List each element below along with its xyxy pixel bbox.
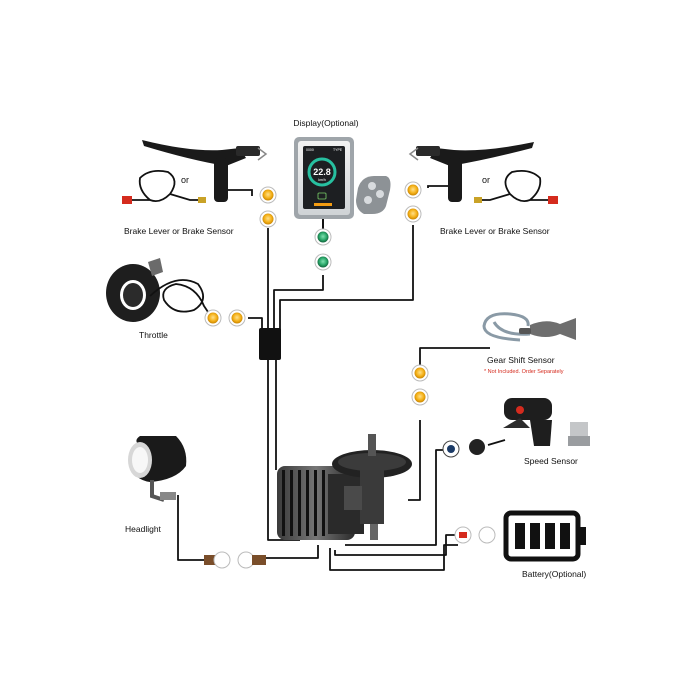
or-label-right: or: [482, 175, 490, 185]
right-brake-connector: [405, 182, 448, 222]
gear-shift-sensor-icon: [484, 314, 576, 340]
speed-sensor-label: Speed Sensor: [524, 456, 578, 466]
throttle-connector: [205, 310, 245, 326]
battery-connector: [455, 527, 495, 543]
motor-icon: [277, 434, 412, 540]
gear-shift-connector: [412, 365, 428, 405]
headlight-icon: [128, 436, 186, 500]
battery-label: Battery(Optional): [522, 569, 586, 579]
throttle-icon: [106, 258, 212, 322]
speed-sensor-icon: [503, 398, 552, 446]
brake-sensor-icon: [122, 171, 206, 204]
display-title: Display(Optional): [293, 118, 358, 128]
magnet-icon: [568, 422, 590, 446]
display-unit: km/h: [318, 178, 326, 182]
brake-left-label: Brake Lever or Brake Sensor: [124, 226, 234, 236]
brake-right-label: Brake Lever or Brake Sensor: [440, 226, 550, 236]
remote-button-icon: [356, 176, 391, 214]
display-top-left: 0000: [306, 148, 314, 152]
headlight-label: Headlight: [125, 524, 162, 534]
display-top-right: TYPE: [333, 148, 343, 152]
junction-box-icon: [259, 328, 281, 360]
speed-sensor-connector: [443, 439, 485, 457]
display-speed: 22.8: [313, 167, 331, 177]
gear-shift-note: * Not Included. Order Separately: [484, 369, 564, 375]
or-label-left: or: [181, 175, 189, 185]
gear-shift-label: Gear Shift Sensor: [487, 355, 555, 365]
throttle-label: Throttle: [139, 330, 168, 340]
display-connector: [315, 219, 331, 270]
battery-icon: [506, 513, 586, 559]
display-icon: 22.8 km/h 0000 TYPE: [294, 137, 354, 219]
headlight-connector: [204, 552, 266, 568]
left-brake-connector: [228, 187, 276, 227]
